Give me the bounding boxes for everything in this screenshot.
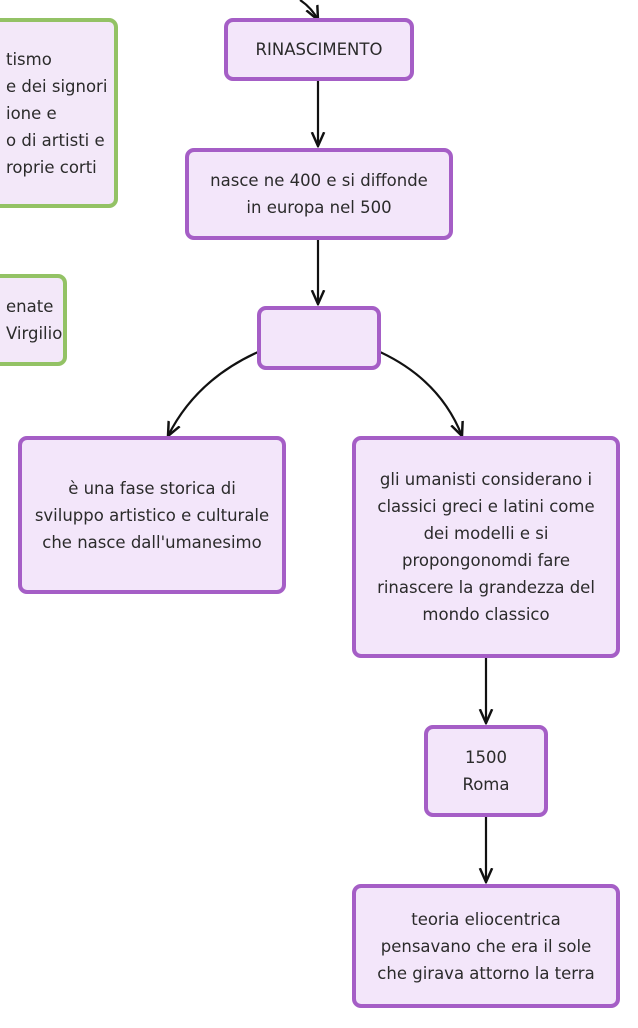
edge-empty-to-umanisti <box>379 351 462 436</box>
node-text-line: enate <box>6 297 54 316</box>
edge-top-incoming <box>299 0 318 20</box>
node-text-line: Virgilio <box>6 324 63 343</box>
node-text-line: rinascere la grandezza del <box>377 578 595 597</box>
node-mecenatismo-partial: tismo e dei signori ione e o di artisti … <box>0 18 118 208</box>
node-text-line: 1500 <box>465 748 507 767</box>
node-text-line: che girava attorno la terra <box>377 963 595 983</box>
node-text-line: mondo classico <box>422 605 550 624</box>
node-text-line: tismo <box>6 49 52 69</box>
node-text-line: gli umanisti considerano i <box>379 470 593 489</box>
node-fase-storica: è una fase storica di sviluppo artistico… <box>18 436 286 594</box>
node-text-line: ione e <box>6 103 57 123</box>
node-teoria: teoria eliocentrica pensavano che era il… <box>352 884 620 1008</box>
node-text-line: RINASCIMENTO <box>255 40 383 59</box>
node-text-line: nasce ne 400 e si diffonde <box>210 171 428 190</box>
node-text-line: Roma <box>462 775 510 794</box>
node-roma: 1500 Roma <box>424 725 548 817</box>
node-text-line: sviluppo artistico e culturale <box>34 505 270 525</box>
node-nasce: nasce ne 400 e si diffonde in europa nel… <box>185 148 453 240</box>
node-text-line: classici greci e latini come <box>377 497 595 516</box>
node-mecenate-partial: enate Virgilio <box>0 274 67 366</box>
node-umanisti: gli umanisti considerano i classici grec… <box>352 436 620 658</box>
node-text-line: in europa nel 500 <box>246 198 392 217</box>
edge-empty-to-fase-storica <box>168 350 259 436</box>
node-text-line: pensavano che era il sole <box>380 936 592 956</box>
node-text-line: teoria eliocentrica <box>411 909 561 929</box>
node-text-line: propongonomdi fare <box>401 551 570 570</box>
node-text-line: roprie corti <box>6 157 97 177</box>
node-rinascimento: RINASCIMENTO <box>224 18 414 81</box>
node-text-line: è una fase storica di <box>68 478 236 498</box>
node-text-line: dei modelli e si <box>423 524 549 543</box>
node-text-line: e dei signori <box>6 76 108 96</box>
node-text-line: che nasce dall'umanesimo <box>42 532 262 552</box>
node-text-line: o di artisti e <box>6 130 105 150</box>
node-empty <box>257 306 381 370</box>
